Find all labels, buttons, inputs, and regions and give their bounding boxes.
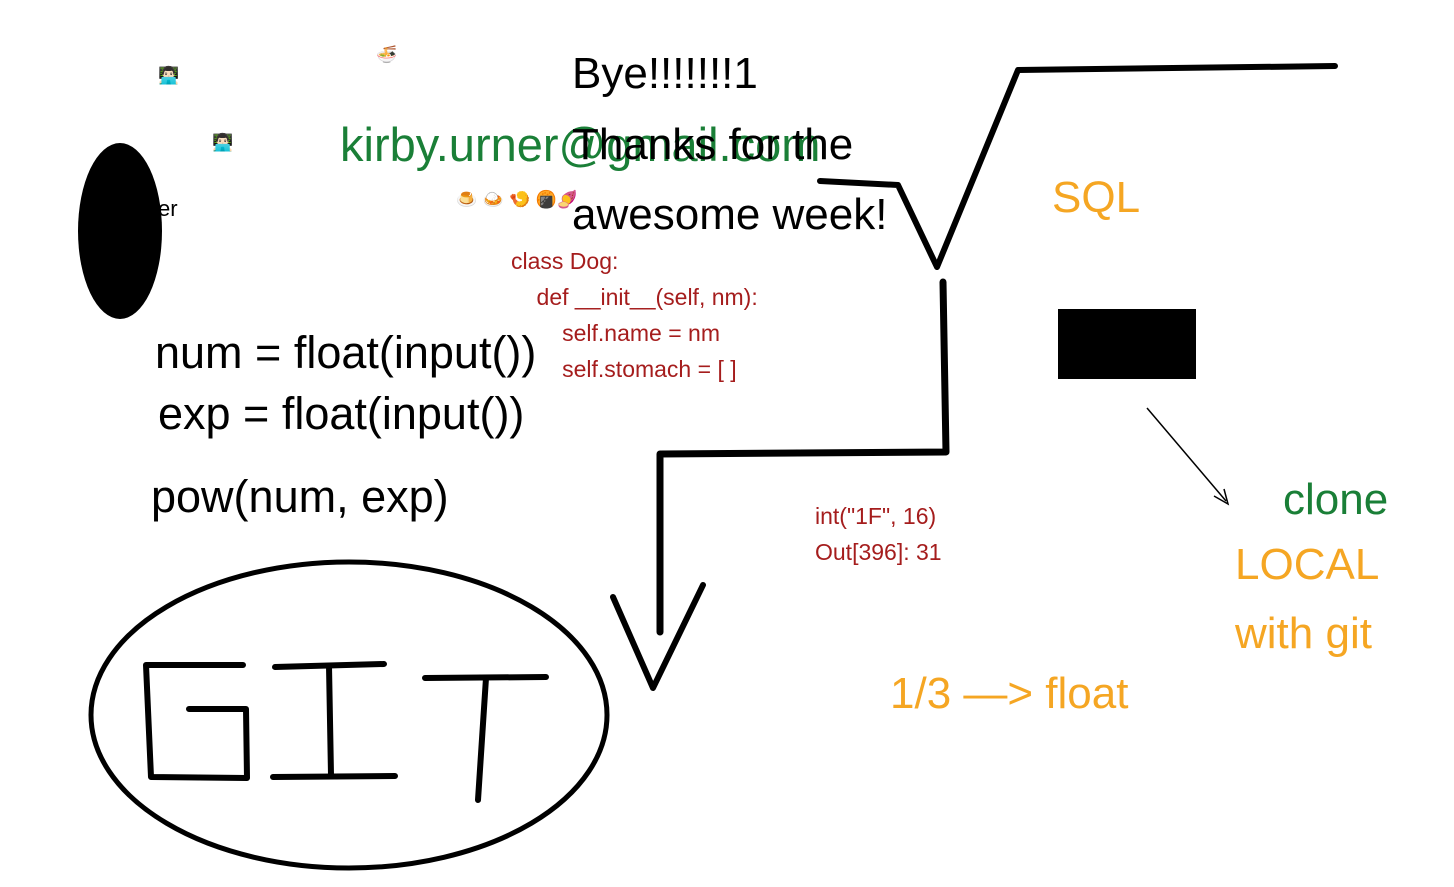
sql-text[interactable]: SQL xyxy=(1052,173,1141,222)
step-line-stroke[interactable] xyxy=(656,278,950,636)
email-text[interactable]: kirby.urner@gmail.com xyxy=(340,118,821,171)
out-result-text[interactable]: Out[396]: 31 xyxy=(815,539,942,565)
code-line-class-dog[interactable]: class Dog: xyxy=(511,248,619,274)
food-emoji-row-icon[interactable]: 🍮 🍛 🍤 🍘🍠 xyxy=(456,190,579,210)
num-input-code-text[interactable]: num = float(input()) xyxy=(155,327,537,378)
thanks-line-1-text[interactable]: Thanks for the xyxy=(572,120,854,169)
with-git-text[interactable]: with git xyxy=(1235,609,1372,658)
git-ellipse-stroke[interactable] xyxy=(88,559,610,871)
code-line-self-name[interactable]: self.name = nm xyxy=(511,320,720,346)
local-text[interactable]: LOCAL xyxy=(1235,540,1380,589)
int-hex-call-text[interactable]: int("1F", 16) xyxy=(815,503,937,529)
exp-input-code-text[interactable]: exp = float(input()) xyxy=(158,388,525,439)
technologist-emoji-icon[interactable]: 👨🏻‍💻 xyxy=(158,66,180,86)
black-rectangle-shape[interactable] xyxy=(1058,309,1196,379)
zigzag-line-stroke[interactable] xyxy=(817,63,1338,270)
pow-code-text[interactable]: pow(num, exp) xyxy=(151,471,449,522)
black-oval-shape[interactable] xyxy=(78,143,162,319)
partial-word-text[interactable]: er xyxy=(158,196,178,221)
thin-arrow-head xyxy=(1213,488,1230,506)
thanks-line-2-text[interactable]: awesome week! xyxy=(572,190,888,239)
code-line-def-init[interactable]: def __init__(self, nm): xyxy=(511,284,758,310)
arrow-head-stroke[interactable] xyxy=(610,582,706,691)
clone-text[interactable]: clone xyxy=(1283,475,1389,524)
third-to-float-text[interactable]: 1/3 —> float xyxy=(890,669,1129,718)
bye-text[interactable]: Bye!!!!!!!1 xyxy=(572,49,758,98)
thin-arrow-line[interactable] xyxy=(1146,407,1227,502)
technologist-emoji-icon[interactable]: 👨🏻‍💻 xyxy=(212,133,234,153)
code-line-self-stomach[interactable]: self.stomach = [ ] xyxy=(511,356,737,382)
noodle-bowl-emoji-icon[interactable]: 🍜 xyxy=(376,45,398,65)
git-handwritten-letters[interactable] xyxy=(143,661,549,803)
